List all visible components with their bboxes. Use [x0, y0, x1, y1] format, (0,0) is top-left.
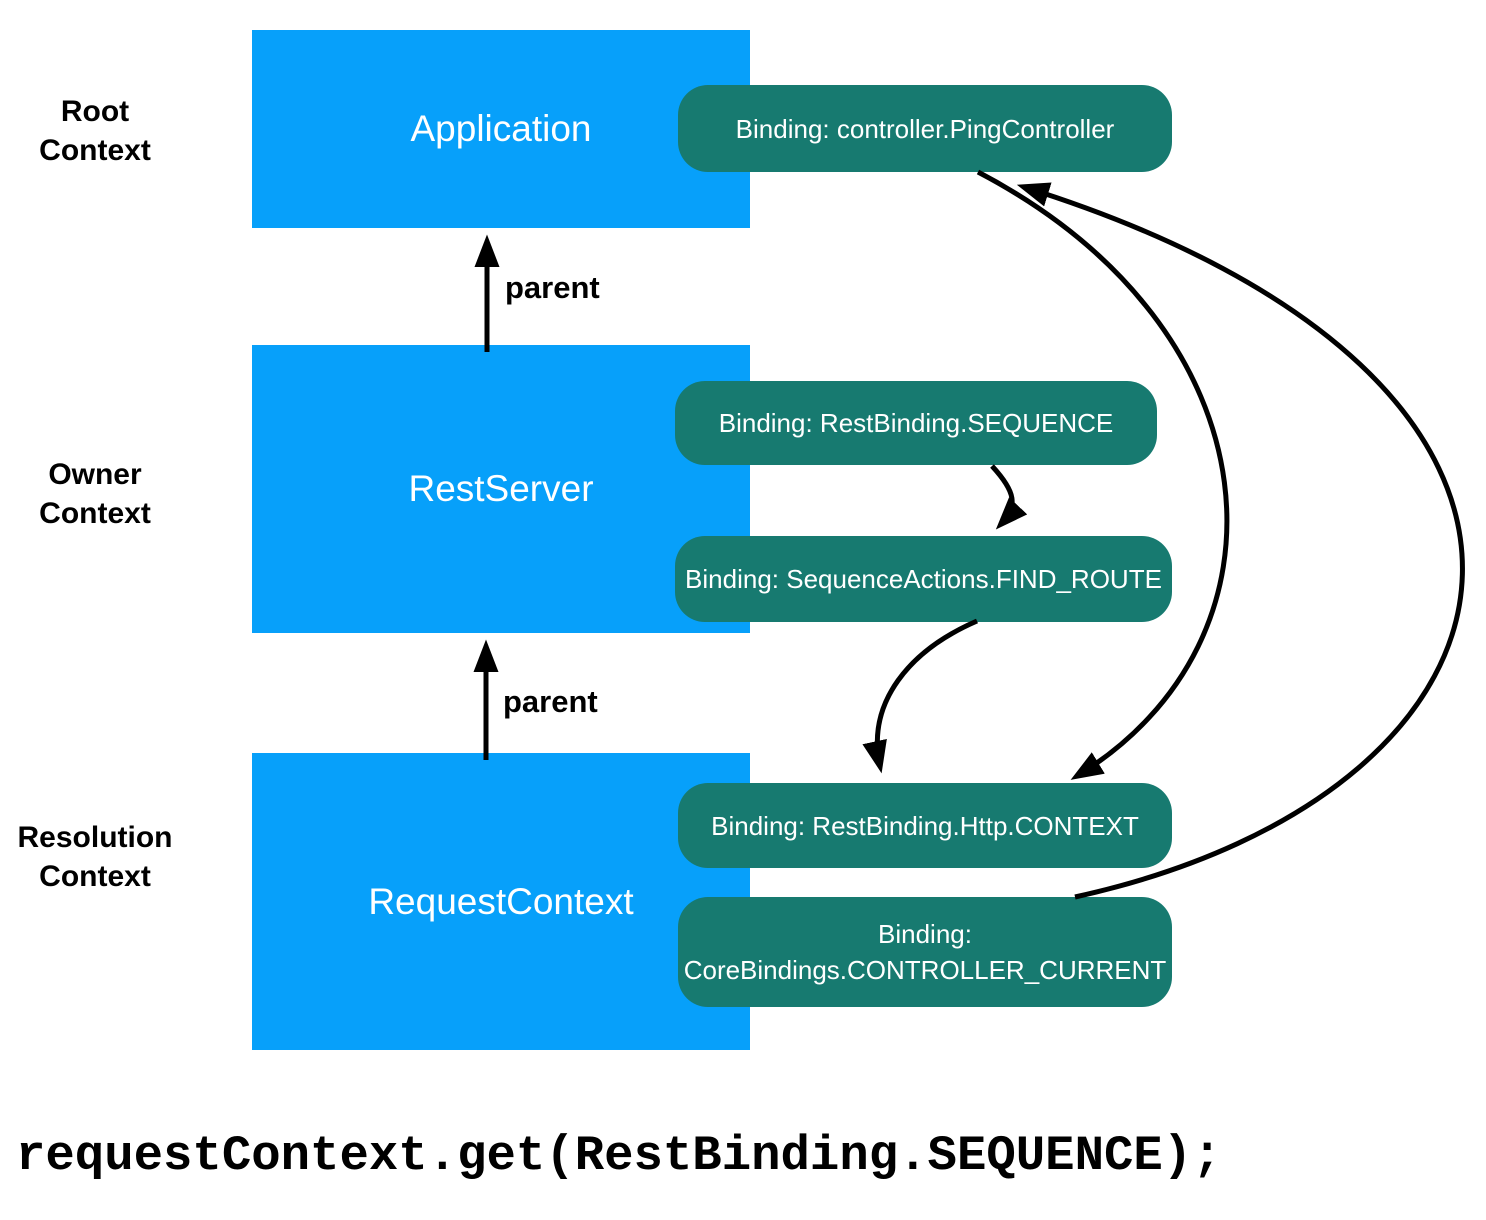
- application-box: Application: [252, 30, 750, 228]
- parent-edge-label-top: parent: [505, 270, 600, 305]
- binding-controller-current-pill: Binding: CoreBindings.CONTROLLER_CURRENT: [678, 897, 1172, 1007]
- requestcontext-box-label: RequestContext: [368, 880, 634, 922]
- binding-http-context-pill: Binding: RestBinding.Http.CONTEXT: [678, 783, 1172, 868]
- restserver-box: RestServer: [252, 345, 750, 633]
- owner-context-label: Owner Context: [39, 458, 151, 530]
- arrow-sequence-to-findroute: [990, 464, 1028, 530]
- parent-edge-label-bottom: parent: [503, 684, 598, 719]
- code-snippet: requestContext.get(RestBinding.SEQUENCE)…: [16, 1128, 1222, 1184]
- requestcontext-box: RequestContext: [252, 753, 750, 1050]
- binding-controller-current-label: Binding: CoreBindings.CONTROLLER_CURRENT: [683, 919, 1167, 985]
- restserver-box-label: RestServer: [408, 468, 594, 509]
- resolution-context-label: Resolution Context: [17, 821, 173, 893]
- binding-find-route-pill: Binding: SequenceActions.FIND_ROUTE: [675, 536, 1172, 622]
- arrow-findroute-to-httpcontext: [862, 618, 978, 774]
- root-context-label: Root Context: [39, 95, 151, 167]
- binding-ping-controller-label: Binding: controller.PingController: [735, 113, 1115, 144]
- binding-rest-sequence-pill: Binding: RestBinding.SEQUENCE: [675, 381, 1157, 465]
- binding-find-route-label: Binding: SequenceActions.FIND_ROUTE: [685, 564, 1162, 594]
- binding-ping-controller-pill: Binding: controller.PingController: [678, 85, 1172, 172]
- binding-rest-sequence-label: Binding: RestBinding.SEQUENCE: [718, 408, 1114, 438]
- arrow-pingcontroller-to-httpcontext: [976, 169, 1230, 780]
- binding-http-context-label: Binding: RestBinding.Http.CONTEXT: [711, 810, 1139, 841]
- application-box-label: Application: [410, 108, 592, 149]
